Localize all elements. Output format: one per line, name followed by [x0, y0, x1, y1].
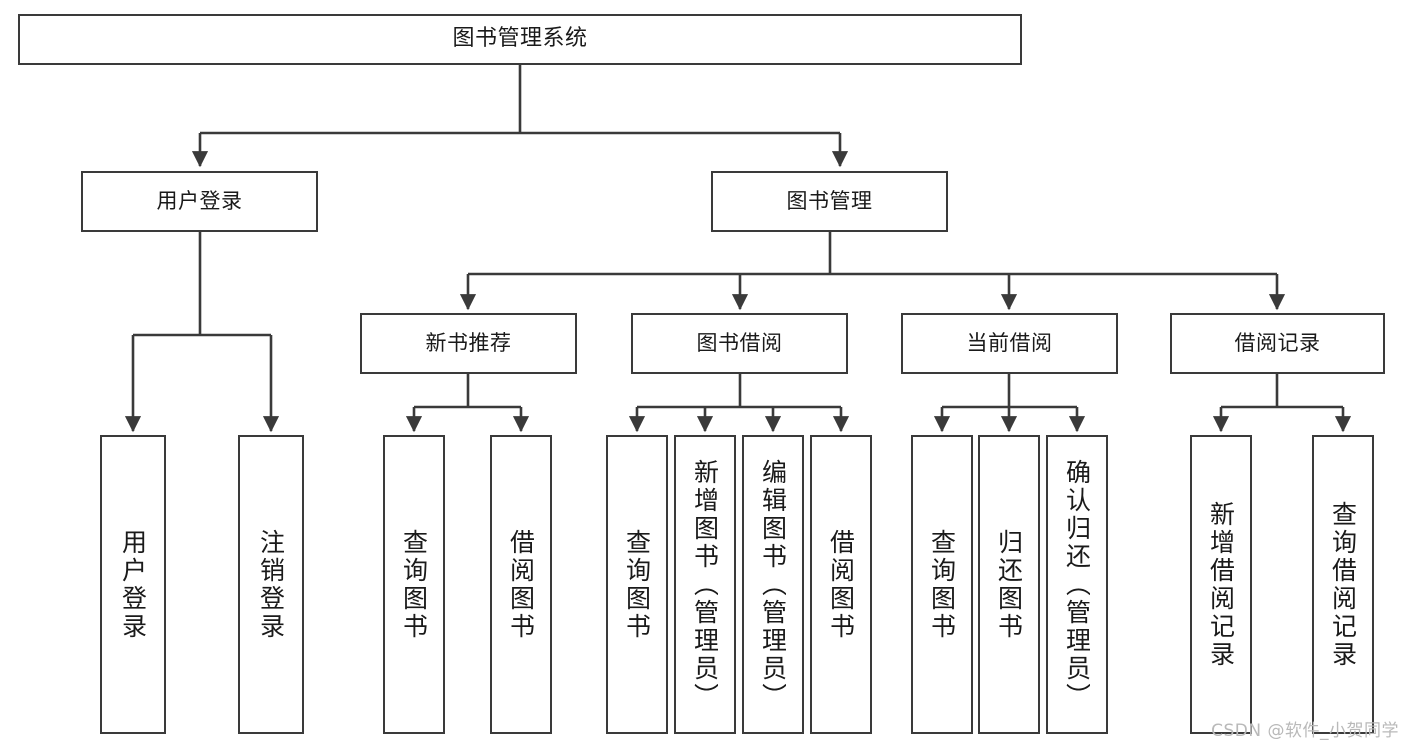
node-current-borrow[interactable]: 当前借阅 — [901, 313, 1118, 374]
node-label: 借阅记录 — [1234, 330, 1321, 355]
node-book-management[interactable]: 图书管理 — [711, 171, 948, 232]
node-label: 归还图书 — [996, 528, 1022, 641]
node-label: 借阅图书 — [828, 528, 854, 641]
node-label: 查询图书 — [929, 528, 955, 641]
node-root-system[interactable]: 图书管理系统 — [18, 14, 1022, 65]
leaf-user-login[interactable]: 用户登录 — [100, 435, 166, 734]
node-new-book-recommend[interactable]: 新书推荐 — [360, 313, 577, 374]
node-label: 借阅图书 — [508, 528, 534, 641]
leaf-logout[interactable]: 注销登录 — [238, 435, 304, 734]
leaf-query-borrow-record[interactable]: 查询借阅记录 — [1312, 435, 1374, 734]
node-label: 用户登录 — [120, 528, 146, 641]
leaf-return-book[interactable]: 归还图书 — [978, 435, 1040, 734]
node-label: 编辑图书（管理员） — [760, 458, 786, 711]
node-label: 图书借阅 — [696, 330, 783, 355]
node-label: 确认归还（管理员） — [1064, 458, 1090, 711]
node-label: 查询借阅记录 — [1330, 500, 1356, 669]
leaf-edit-book-admin[interactable]: 编辑图书（管理员） — [742, 435, 804, 734]
node-book-borrow[interactable]: 图书借阅 — [631, 313, 848, 374]
node-label: 查询图书 — [401, 528, 427, 641]
node-borrow-record[interactable]: 借阅记录 — [1170, 313, 1385, 374]
leaf-borrow-book-recommend[interactable]: 借阅图书 — [490, 435, 552, 734]
leaf-query-book-current[interactable]: 查询图书 — [911, 435, 973, 734]
node-label: 注销登录 — [258, 528, 284, 641]
node-label: 新书推荐 — [425, 330, 512, 355]
csdn-watermark: CSDN @软件_小贺同学 — [1211, 721, 1399, 741]
leaf-add-borrow-record[interactable]: 新增借阅记录 — [1190, 435, 1252, 734]
node-label: 图书管理系统 — [452, 26, 588, 52]
node-label: 用户登录 — [156, 188, 243, 213]
leaf-add-book-admin[interactable]: 新增图书（管理员） — [674, 435, 736, 734]
node-label: 新增借阅记录 — [1208, 500, 1234, 669]
leaf-query-book-recommend[interactable]: 查询图书 — [383, 435, 445, 734]
node-label: 图书管理 — [786, 188, 873, 213]
node-label: 查询图书 — [624, 528, 650, 641]
node-label: 新增图书（管理员） — [692, 458, 718, 711]
node-label: 当前借阅 — [966, 330, 1053, 355]
leaf-confirm-return-admin[interactable]: 确认归还（管理员） — [1046, 435, 1108, 734]
leaf-query-book-borrow[interactable]: 查询图书 — [606, 435, 668, 734]
leaf-borrow-book[interactable]: 借阅图书 — [810, 435, 872, 734]
node-user-login[interactable]: 用户登录 — [81, 171, 318, 232]
